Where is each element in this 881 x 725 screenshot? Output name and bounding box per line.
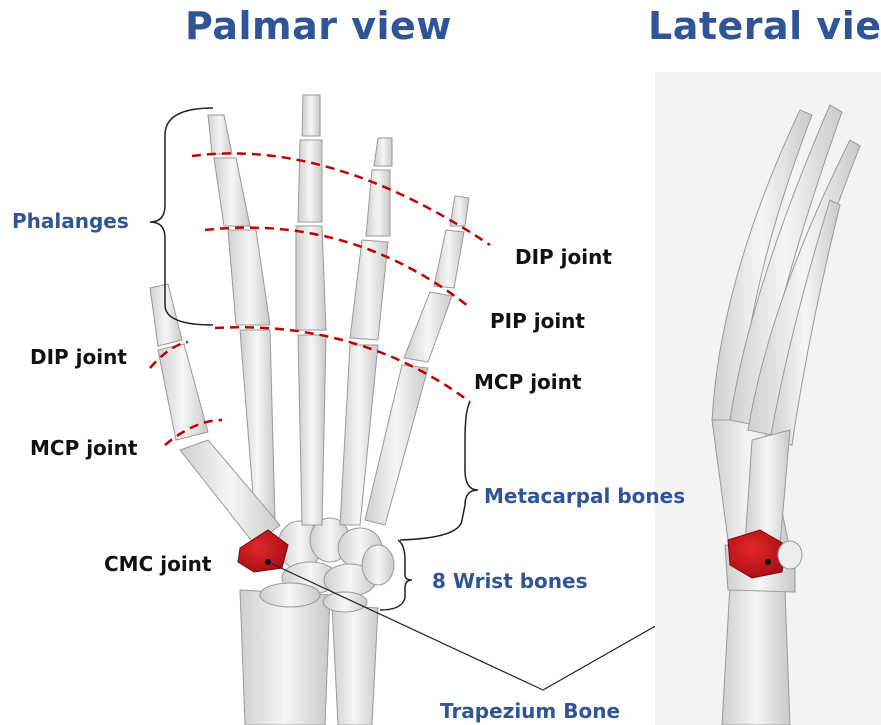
mcp-joint-label: MCP joint	[474, 370, 581, 394]
ring-distal	[374, 138, 392, 166]
middle-distal	[302, 95, 320, 136]
thumb-dip-joint-label: DIP joint	[30, 345, 127, 369]
dip-joint-label: DIP joint	[515, 245, 612, 269]
ulna-bone	[332, 605, 378, 725]
little-middle	[434, 230, 464, 288]
radius-bone	[240, 590, 330, 725]
middle-middle	[298, 140, 322, 222]
palmar-hand	[150, 95, 469, 725]
thumb-distal	[150, 284, 182, 346]
index-middle	[214, 158, 250, 226]
little-proximal	[404, 292, 452, 362]
lateral-forearm	[722, 585, 790, 725]
metacarpal-middle	[298, 335, 326, 525]
thumb-proximal	[158, 344, 208, 440]
middle-proximal	[296, 226, 326, 330]
metacarpal-bones-label: Metacarpal bones	[484, 484, 685, 508]
thumb-mcp-joint-label: MCP joint	[30, 436, 137, 460]
pip-joint-label: PIP joint	[490, 309, 585, 333]
trapezium-bone-label: Trapezium Bone	[440, 699, 620, 723]
index-proximal	[228, 230, 270, 325]
phalanges-label: Phalanges	[12, 209, 129, 233]
metacarpal-little	[365, 365, 428, 525]
wrist-bones-label: 8 Wrist bones	[432, 569, 588, 593]
index-distal	[208, 115, 232, 154]
cmc-joint-label: CMC joint	[104, 552, 211, 576]
